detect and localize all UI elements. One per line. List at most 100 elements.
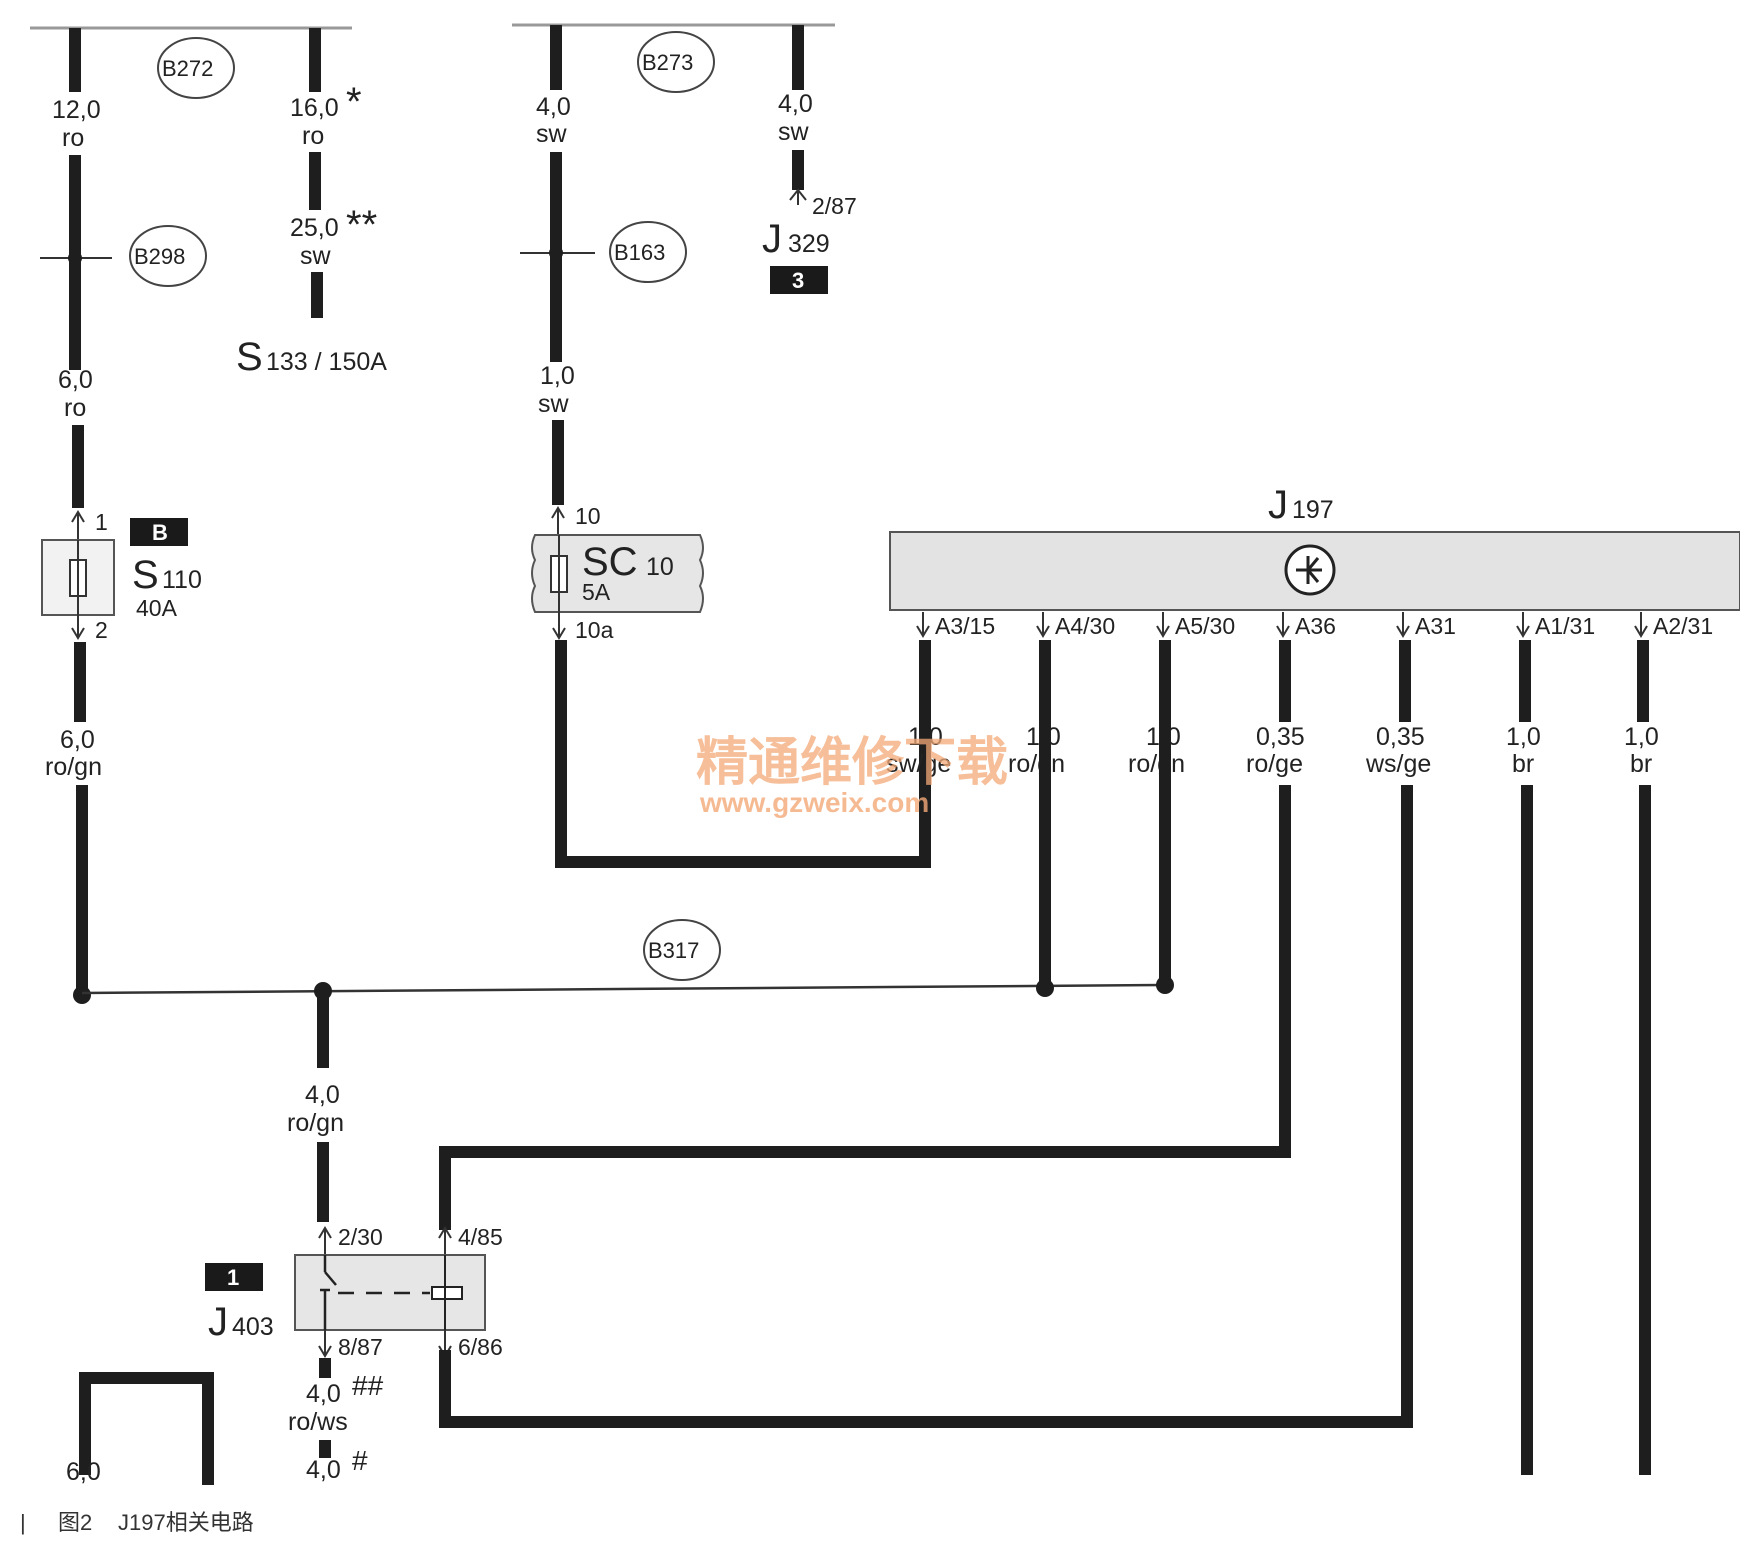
s110-pin-in: 1	[95, 509, 108, 535]
b163-junction-dot	[549, 246, 563, 260]
svg-text:ro/gn: ro/gn	[1128, 750, 1185, 778]
svg-text:B273: B273	[642, 50, 693, 75]
j329-name: J	[762, 217, 782, 261]
caption-figure: 图2	[58, 1510, 92, 1535]
s110-badge-text: B	[152, 520, 168, 545]
j403-pin-d: 6/86	[458, 1334, 503, 1360]
sc10-sub: 10	[646, 553, 674, 581]
s110-rating: 40A	[136, 595, 178, 621]
svg-text:0,35: 0,35	[1376, 723, 1425, 751]
svg-text:A2/31: A2/31	[1653, 613, 1713, 639]
s110-arrow-out	[71, 615, 85, 640]
sc10-arrow-in	[551, 506, 565, 535]
wire-sc10-to-a3	[555, 640, 931, 868]
wire-w7-color: sw	[778, 118, 810, 146]
j329-sub: 329	[788, 230, 830, 258]
s110-pin-out: 2	[95, 617, 108, 643]
sc10-arrow-out	[552, 612, 566, 640]
b317-bus-line	[81, 983, 1166, 995]
wire-w4-size: 6,0	[58, 366, 93, 394]
wire-w5-size: 6,0	[60, 726, 95, 754]
svg-text:B163: B163	[614, 240, 665, 265]
marker-b273: B273	[637, 31, 715, 93]
wire-w9-color: ro/gn	[287, 1109, 344, 1137]
wire-w12-loop	[79, 1372, 214, 1485]
j197-pin-a36: A36 0,35 ro/ge	[439, 612, 1336, 1230]
j197-pin-a2-31: A2/31 1,0 br	[1624, 612, 1713, 1475]
j403-relay-box	[294, 1254, 486, 1331]
svg-text:A5/30: A5/30	[1175, 613, 1235, 639]
j403-arrow-b	[438, 1226, 452, 1255]
wire-w5-color: ro/gn	[45, 753, 102, 781]
svg-text:1,0: 1,0	[908, 723, 943, 751]
svg-text:B272: B272	[162, 56, 213, 81]
marker-b317: B317	[643, 919, 721, 981]
j403-sub: 403	[232, 1313, 274, 1341]
j403-coil-icon	[431, 1255, 463, 1330]
sc10-fuse-holder	[531, 534, 704, 613]
j403-arrow-c	[318, 1330, 332, 1358]
marker-b272: B272	[157, 37, 235, 99]
wire-w4-color: ro	[64, 394, 86, 422]
j329-badge	[770, 266, 828, 294]
wire-w6-color: sw	[536, 120, 568, 148]
svg-text:br: br	[1512, 750, 1534, 778]
marker-b163: B163	[609, 221, 687, 283]
svg-text:B298: B298	[134, 244, 185, 269]
caption-marker: |	[20, 1510, 26, 1535]
svg-text:sw/ge: sw/ge	[886, 750, 951, 778]
j197-pin-a5-30: A5/30 1,0 ro/gn	[1128, 612, 1235, 988]
s133-name: S	[236, 335, 263, 379]
svg-text:A3/15: A3/15	[935, 613, 995, 639]
j403-switch-icon	[320, 1255, 430, 1330]
wire-w11-mark: #	[352, 1445, 368, 1476]
sc10-pin-in: 10	[575, 503, 601, 529]
wire-w11-size: 4,0	[306, 1456, 341, 1484]
wire-w9-size: 4,0	[305, 1081, 340, 1109]
svg-text:1,0: 1,0	[1624, 723, 1659, 751]
j197-sub: 197	[1292, 496, 1334, 524]
wire-w7-size: 4,0	[778, 90, 813, 118]
wire-w1-color: ro	[62, 124, 84, 152]
bus-dot-left	[73, 986, 91, 1004]
wire-w3-size: 25,0	[290, 214, 339, 242]
j329-arrow	[789, 188, 807, 205]
j329-pin: 2/87	[812, 193, 857, 219]
wire-w2-size: 16,0	[290, 94, 339, 122]
wire-w3-mark: **	[346, 203, 377, 247]
j197-pin-a4-30: A4/30 1,0 ro/gn	[1008, 612, 1115, 988]
s133-sub: 133 / 150A	[266, 348, 387, 376]
sc10-rating: 5A	[582, 579, 611, 605]
wire-w6-size: 4,0	[536, 93, 571, 121]
svg-text:br: br	[1630, 750, 1652, 778]
svg-text:ws/ge: ws/ge	[1365, 750, 1431, 778]
wire-w12-size: 6,0	[66, 1458, 101, 1486]
wire-w8-color: sw	[538, 390, 570, 418]
svg-text:ro/ge: ro/ge	[1246, 750, 1303, 778]
svg-text:A4/30: A4/30	[1055, 613, 1115, 639]
watermark-line1: 精通维修下载	[696, 732, 1008, 793]
j403-name: J	[208, 1300, 228, 1344]
svg-text:B317: B317	[648, 938, 699, 963]
j197-name: J	[1268, 483, 1288, 527]
j403-arrow-a	[318, 1226, 332, 1255]
marker-b298: B298	[129, 225, 207, 287]
svg-text:0,35: 0,35	[1256, 723, 1305, 751]
svg-text:A36: A36	[1295, 613, 1336, 639]
wire-w2-color: ro	[302, 122, 324, 150]
wire-w8-size: 1,0	[540, 362, 575, 390]
svg-text:ro/gn: ro/gn	[1008, 750, 1065, 778]
j197-pin-a1-31: A1/31 1,0 br	[1506, 612, 1595, 1475]
svg-text:A1/31: A1/31	[1535, 613, 1595, 639]
wire-w10-size: 4,0	[306, 1380, 341, 1408]
bus-dot-a5	[1156, 976, 1174, 994]
wire-w10-color: ro/ws	[288, 1408, 348, 1436]
wire-w10-mark: ##	[352, 1370, 384, 1401]
j329-badge-text: 3	[792, 268, 804, 293]
wire-w3-color: sw	[300, 242, 332, 270]
svg-text:1,0: 1,0	[1506, 723, 1541, 751]
j403-pin-b: 4/85	[458, 1224, 503, 1250]
s110-arrow-in	[71, 510, 85, 540]
wire-w1-size: 12,0	[52, 96, 101, 124]
j403-pin-a: 2/30	[338, 1224, 383, 1250]
